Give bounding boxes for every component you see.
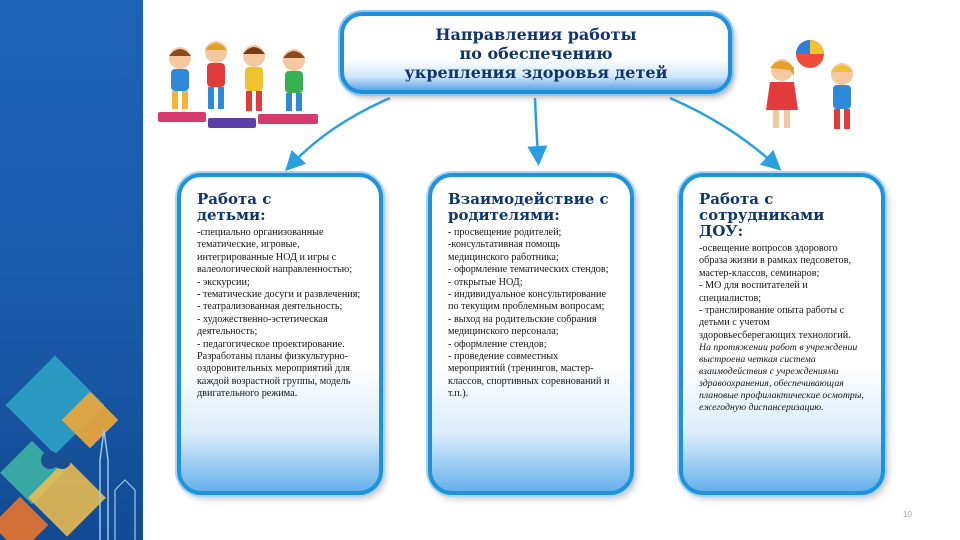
list-item: - педагогическое проектирование. [197,338,345,350]
arrow-to-parents-card [527,97,548,166]
list-item: - художественно-эстетическая деятельност… [197,313,328,338]
card-note: Разработаны планы физкультурно-оздоровит… [197,351,351,400]
list-item: - тематические досуги и развлечения; [197,289,361,301]
list-item: - транслирование опыта работы с детьми с… [699,305,851,341]
title-line-3: укрепления здоровья детей [404,62,668,82]
arrow-to-children-card [285,96,391,172]
card-note: На протяжении работ в учреждении выстрое… [699,342,864,414]
list-item: -специально организованные тематические,… [197,227,353,276]
list-item: - выход на родительские собрания медицин… [448,313,597,338]
title-box: Направления работы по обеспечению укрепл… [340,12,732,94]
card-interaction-with-parents: Взаимодействие с родителями: - просвещен… [428,173,634,495]
list-item: - оформление стендов; [448,338,547,350]
card-list: -освещение вопросов здорового образа жиз… [699,243,867,414]
card-list: -специально организованные тематические,… [197,227,365,401]
card-list: - просвещение родителей; -консультативна… [448,227,616,401]
exercising-children-illustration [158,41,318,128]
list-item: - индивидуальное консультирование по тек… [448,289,607,313]
card-title: Работа с сотрудниками ДОУ: [699,190,825,240]
list-item: - театрализованная деятельность; [197,301,343,313]
list-item: - экскурсии; [197,276,250,288]
list-item: - проведение совместных мероприятий (тре… [448,351,610,400]
title-line-2: по обеспечению [459,43,613,63]
city-skyline-illustration [0,355,136,540]
list-item: - просвещение родителей; [448,227,562,238]
title-line-1: Направления работы [435,24,637,44]
list-item: -освещение вопросов здорового образа жиз… [699,243,852,279]
list-item: -консультативная помощь медицинского раб… [448,239,560,263]
direction-arrows [285,96,782,172]
card-work-with-staff: Работа с сотрудниками ДОУ: -освещение во… [679,173,885,495]
list-item: - оформление тематических стендов; [448,264,609,276]
page-number: 10 [903,510,912,519]
card-title: Работа с детьми: [197,190,272,224]
card-work-with-children: Работа с детьми: -специально организован… [177,173,383,495]
arrow-to-staff-card [669,96,782,171]
side-decoration-strip [0,0,143,540]
card-title: Взаимодействие с родителями: [448,190,609,224]
children-with-ball-illustration [766,40,853,129]
list-item: - МО для воспитателей и специалистов; [699,280,808,304]
list-item: - открытые НОД; [448,276,523,288]
